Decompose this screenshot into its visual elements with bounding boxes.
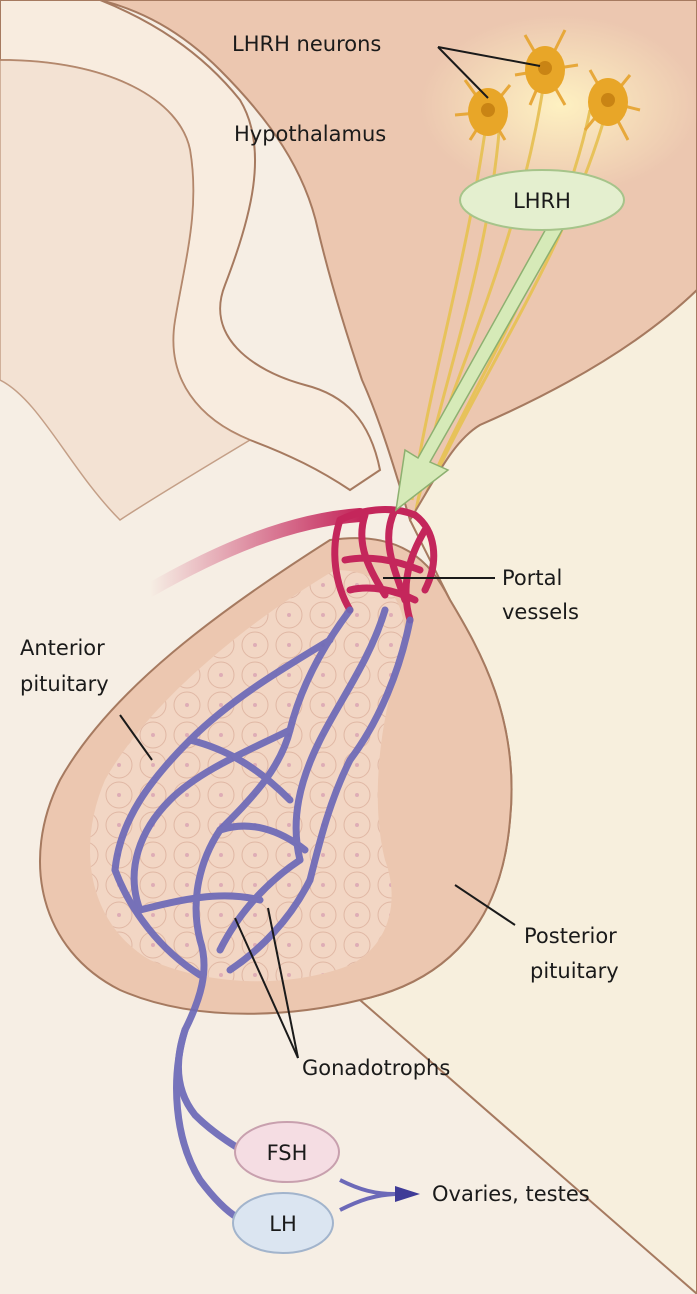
lhrh-pill: LHRH: [460, 170, 624, 230]
lh-pill-label: LH: [269, 1212, 297, 1236]
portal-vessels-label-line2: vessels: [502, 596, 579, 628]
portal-vessels-label-line1: Portal: [502, 562, 562, 594]
fsh-pill-label: FSH: [267, 1141, 308, 1165]
target-organs-label: Ovaries, testes: [432, 1178, 590, 1210]
lhrh-neurons-label: LHRH neurons: [232, 28, 381, 60]
anterior-pituitary-label-line1: Anterior: [20, 632, 105, 664]
fsh-pill: FSH: [235, 1122, 339, 1182]
lhrh-pill-label: LHRH: [513, 189, 571, 213]
posterior-pituitary-label-line1: Posterior: [524, 920, 617, 952]
lh-pill: LH: [233, 1193, 333, 1253]
hypothalamus-label: Hypothalamus: [234, 118, 386, 150]
posterior-pituitary-label-line2: pituitary: [530, 955, 619, 987]
gonadotrophs-label: Gonadotrophs: [302, 1052, 450, 1084]
anterior-pituitary-label-line2: pituitary: [20, 668, 109, 700]
